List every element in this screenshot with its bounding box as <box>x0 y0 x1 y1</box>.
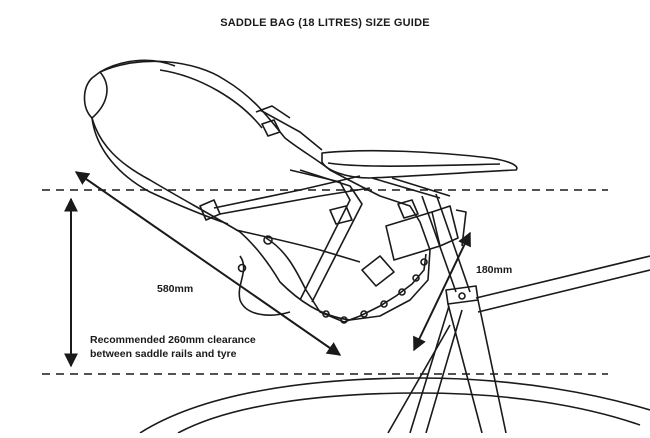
height-arrow <box>413 231 471 352</box>
clearance-note-line1: Recommended 260mm clearance <box>90 334 256 346</box>
rear-wheel <box>139 377 650 434</box>
saddle-bag <box>83 59 467 324</box>
clearance-note-line2: between saddle rails and tyre <box>90 348 237 360</box>
page-title: SADDLE BAG (18 LITRES) SIZE GUIDE <box>220 17 430 29</box>
clearance-note: Recommended 260mm clearance between sadd… <box>90 333 256 361</box>
bike-frame <box>387 193 650 434</box>
length-arrow <box>74 171 342 356</box>
length-label: 580mm <box>157 283 194 295</box>
height-label: 180mm <box>476 264 513 276</box>
